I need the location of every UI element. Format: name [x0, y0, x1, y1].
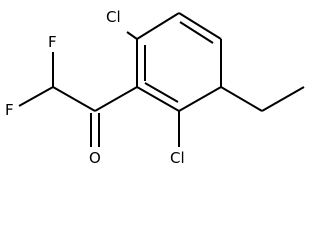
bond-c4-ethyl-ch2	[220, 86, 263, 112]
ring-bond-c5-c6-inner	[144, 82, 179, 103]
bond-c6-carbonyl	[94, 86, 138, 112]
bond-carbonyl-chf2	[52, 86, 96, 112]
bond-c1-cl-top	[126, 31, 138, 40]
ring-bond-c4-c5	[178, 86, 222, 112]
atom-f-lower: F	[5, 101, 14, 119]
molecule-structure: Cl Cl F F O	[5, 8, 305, 167]
ring-bond-c5-c6	[136, 86, 180, 112]
atom-oxygen: O	[89, 149, 101, 167]
ring-bond-c2-c3	[178, 12, 222, 40]
ring-bond-c2-c3-inner	[179, 21, 214, 44]
ring-bond-c1-c2	[136, 12, 180, 40]
atom-cl-top: Cl	[106, 8, 121, 26]
atom-f-upper: F	[48, 33, 57, 51]
bond-chf2-f-lower	[18, 86, 54, 107]
bond-ethyl-ch2-ch3	[261, 86, 305, 112]
atom-cl-bottom: Cl	[170, 149, 185, 167]
